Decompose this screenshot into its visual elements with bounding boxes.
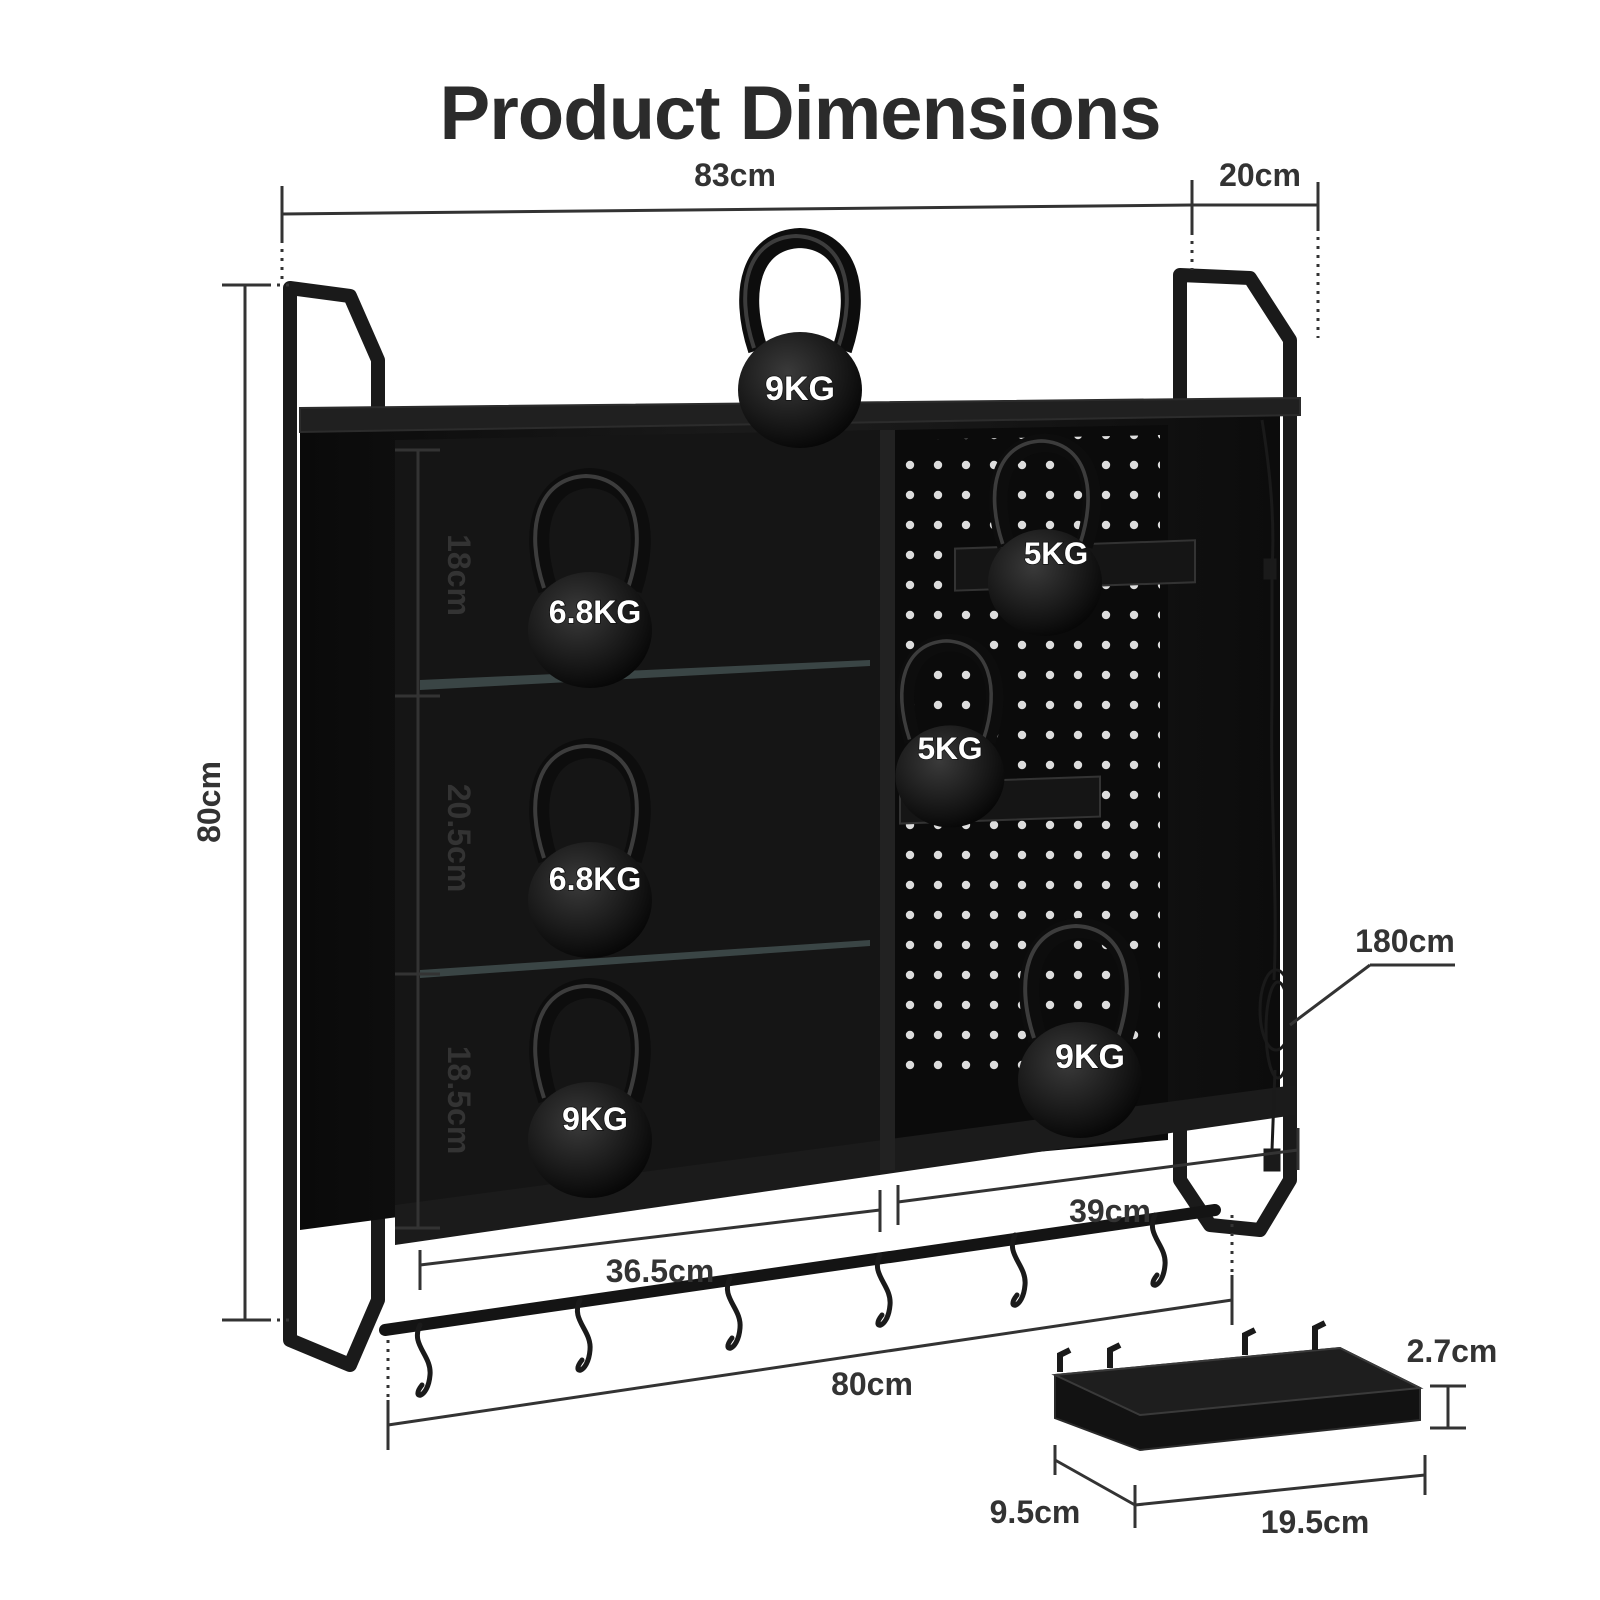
basket-depth-label: 9.5cm bbox=[990, 1494, 1081, 1530]
left-cabinet-width-label: 36.5cm bbox=[606, 1253, 715, 1289]
shelf-3-label: 18.5cm bbox=[441, 1046, 477, 1155]
overall-width-label: 83cm bbox=[694, 157, 776, 193]
basket-height-label: 2.7cm bbox=[1407, 1333, 1498, 1369]
glass-shelf-lower bbox=[420, 940, 870, 978]
s-hook bbox=[874, 1252, 893, 1328]
center-divider bbox=[880, 430, 895, 1170]
glass-shelf-upper bbox=[420, 660, 870, 690]
basket-top bbox=[1051, 1346, 1424, 1417]
measurement-lines bbox=[222, 180, 1455, 1450]
s-hook bbox=[1149, 1212, 1168, 1288]
basket-width-label: 19.5cm bbox=[1261, 1504, 1370, 1540]
right-side-frame bbox=[1173, 268, 1297, 1237]
s-hook bbox=[724, 1275, 743, 1351]
svg-text:6.8KG: 6.8KG bbox=[549, 594, 641, 630]
cable-leader-line bbox=[1289, 963, 1371, 1027]
svg-text:5KG: 5KG bbox=[917, 730, 982, 766]
s-hook bbox=[574, 1297, 593, 1373]
svg-text:9KG: 9KG bbox=[1055, 1038, 1125, 1076]
svg-text:5KG: 5KG bbox=[1024, 536, 1088, 571]
svg-text:9KG: 9KG bbox=[562, 1101, 628, 1137]
page-title: Product Dimensions bbox=[439, 71, 1162, 156]
hanging-bar bbox=[379, 1204, 1221, 1336]
s-hook bbox=[414, 1322, 433, 1398]
s-hook bbox=[1009, 1232, 1028, 1308]
cable-length-label: 180cm bbox=[1355, 923, 1455, 959]
bar-measure-line bbox=[387, 1298, 1233, 1427]
height-label: 80cm bbox=[191, 761, 227, 843]
basket-accessory bbox=[1051, 1320, 1424, 1452]
basket-measure-lines bbox=[1053, 1384, 1466, 1528]
svg-text:9KG: 9KG bbox=[765, 370, 835, 408]
width-measure-line bbox=[281, 203, 1193, 216]
s-hooks bbox=[414, 1212, 1168, 1398]
right-width-measure-line bbox=[897, 1148, 1299, 1204]
kettlebell-left-lower: 9KG bbox=[528, 986, 652, 1198]
shelf-1-label: 18cm bbox=[441, 534, 477, 616]
kettlebell-left-upper: 6.8KG bbox=[528, 476, 652, 688]
kettlebell-right-lower: 9KG bbox=[1018, 926, 1142, 1138]
left-width-measure-line bbox=[419, 1208, 881, 1267]
kettlebell-top: 9KG bbox=[738, 236, 862, 448]
kettlebell-right-middle: 5KG bbox=[895, 641, 1004, 828]
depth-label: 20cm bbox=[1219, 157, 1301, 193]
kettlebell-right-upper: 5KG bbox=[988, 441, 1102, 636]
kettlebell-left-middle: 6.8KG bbox=[528, 746, 652, 958]
svg-text:6.8KG: 6.8KG bbox=[549, 861, 641, 897]
right-cabinet-width-label: 39cm bbox=[1069, 1193, 1151, 1229]
power-cable bbox=[1258, 419, 1294, 1172]
shelf-2-label: 20.5cm bbox=[441, 784, 477, 893]
bar-width-label: 80cm bbox=[831, 1366, 913, 1402]
